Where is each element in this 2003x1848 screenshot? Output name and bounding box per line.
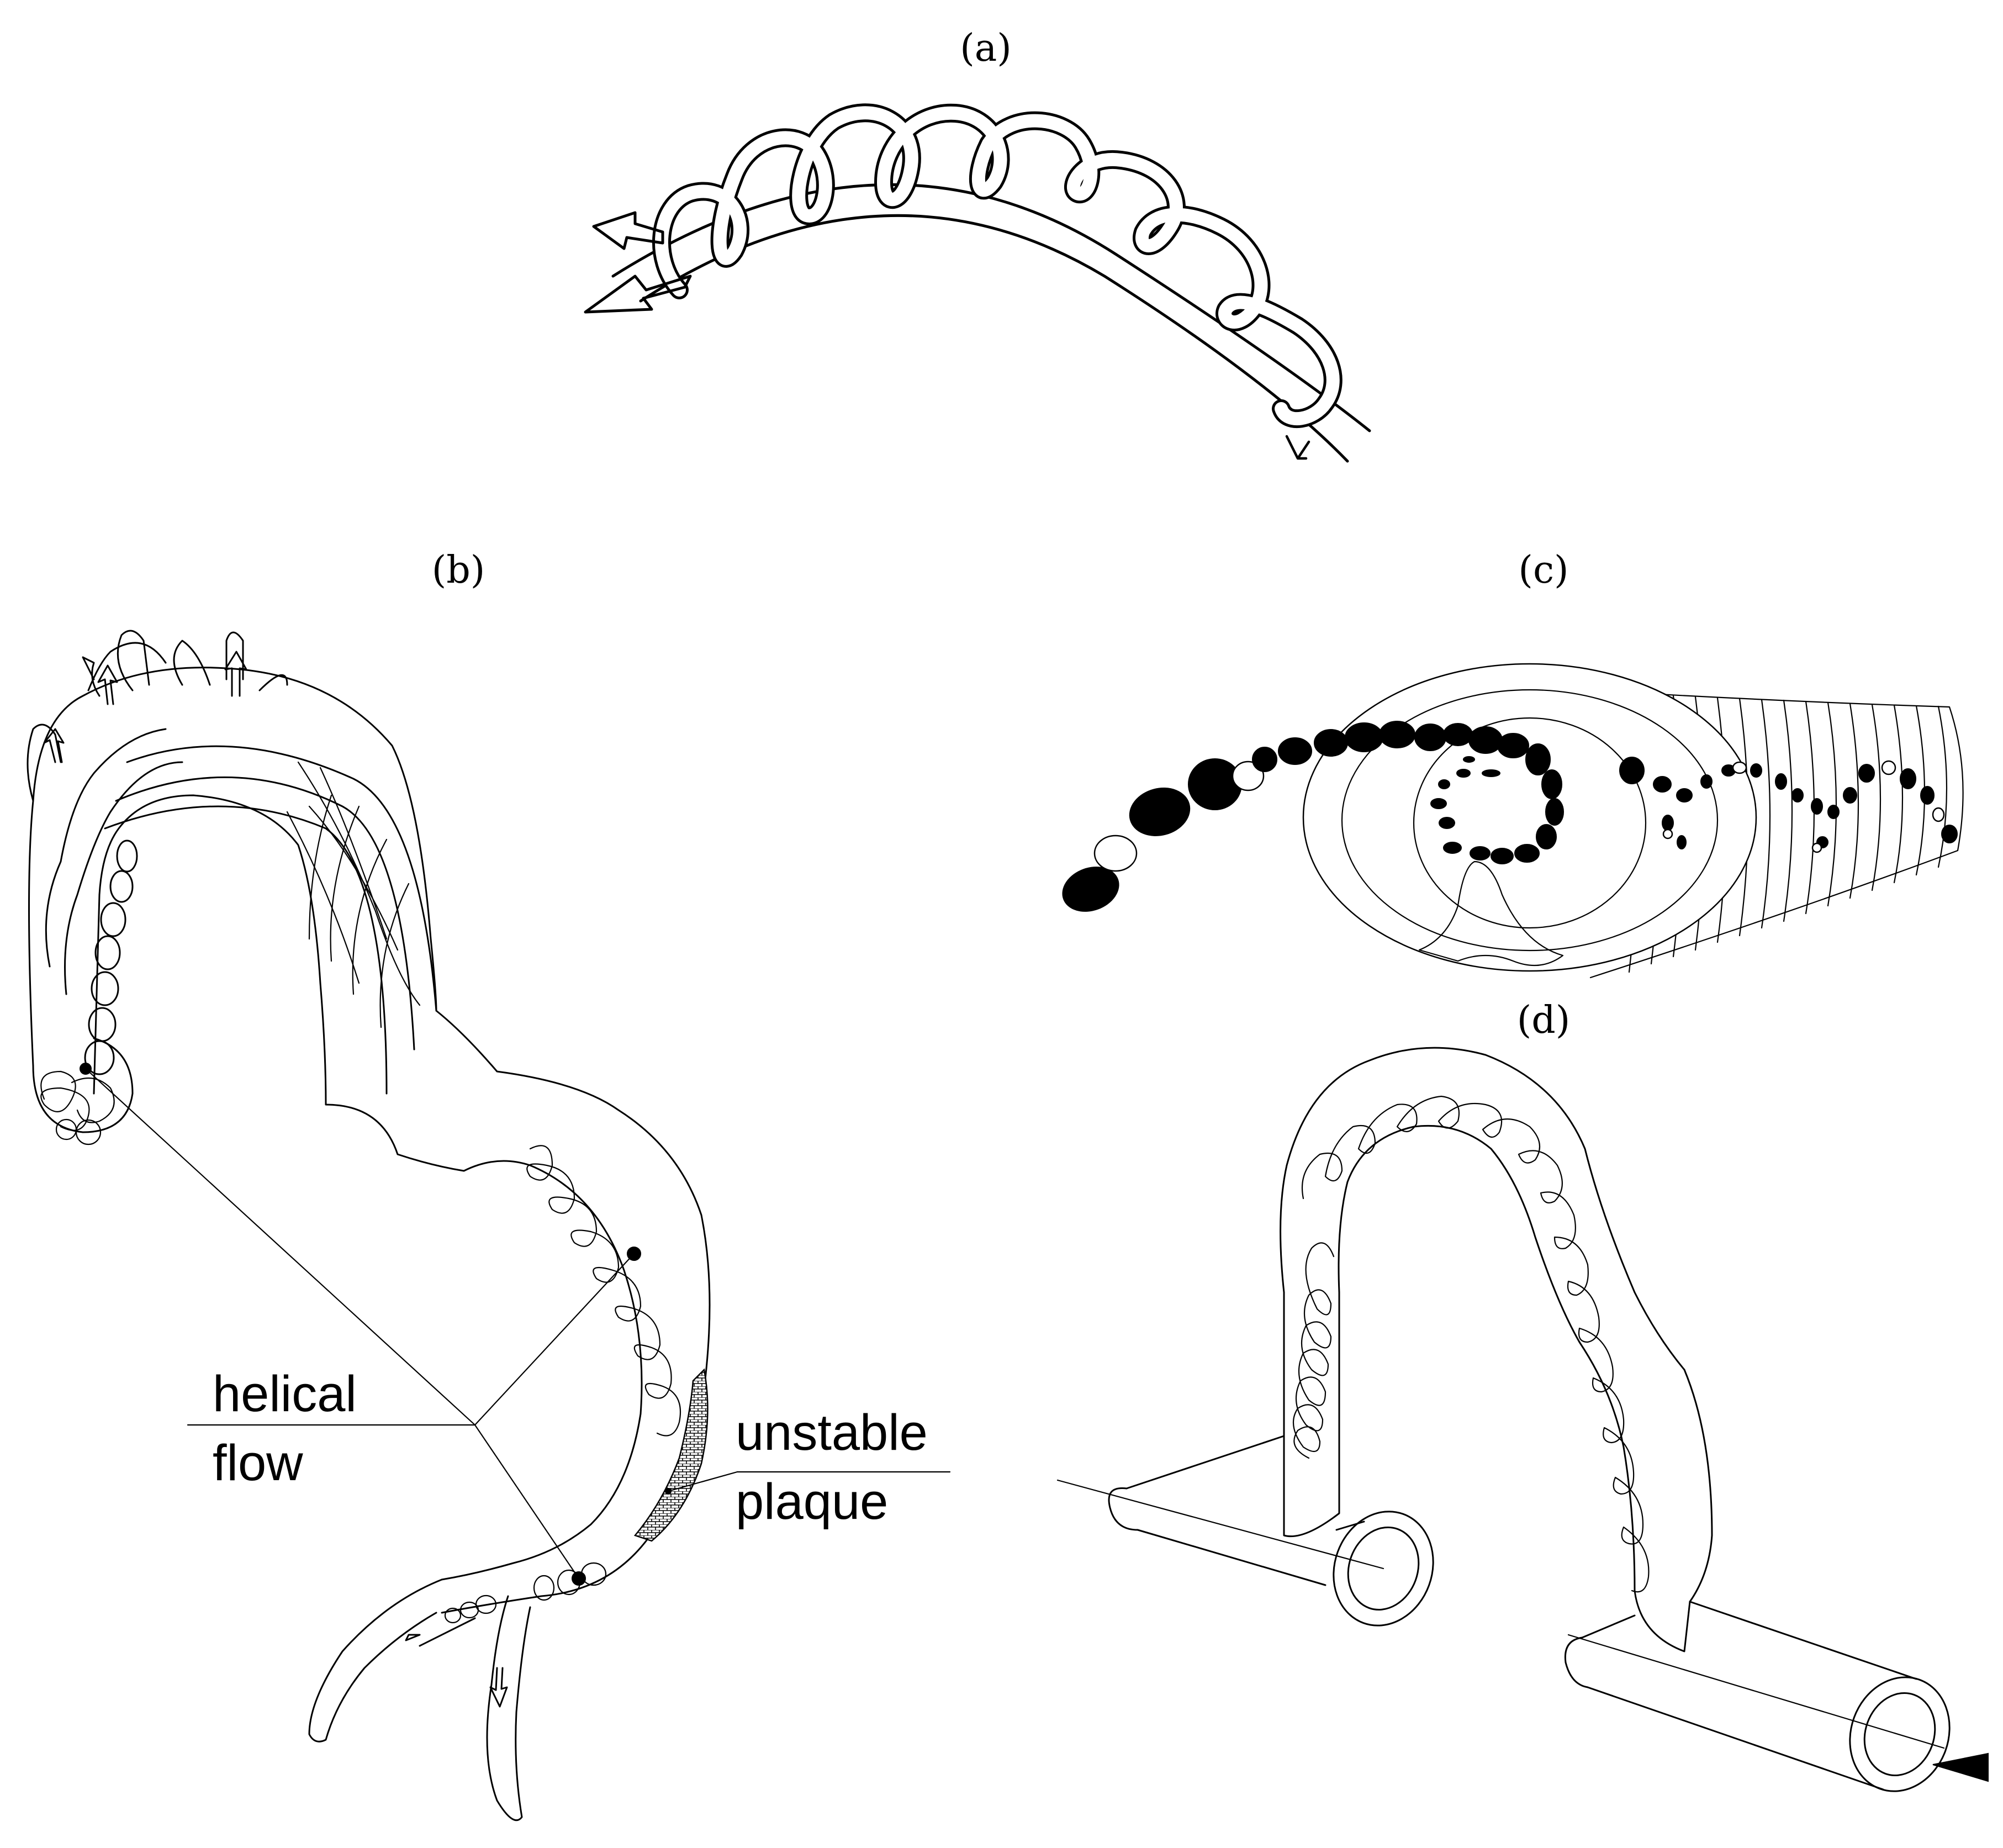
arch-inner-wall bbox=[1338, 1124, 1636, 1592]
supra-aortic-branches bbox=[27, 630, 288, 802]
ascending-helix-loops bbox=[40, 839, 138, 1145]
dye-spiral-face bbox=[1314, 721, 1564, 864]
ascending-wavy-line-2 bbox=[64, 761, 183, 995]
dye-trail-tube bbox=[1619, 757, 1958, 853]
left-pipe bbox=[1056, 1291, 1434, 1627]
dye-trail-left bbox=[1062, 737, 1312, 912]
vessel-outer-wall bbox=[611, 183, 1371, 432]
arch-crosshatch bbox=[286, 761, 421, 1028]
descending-helix-loops bbox=[526, 1145, 681, 1437]
right-pipe-opening-inner bbox=[1863, 1692, 1936, 1776]
unstable-plaque-region bbox=[633, 1368, 709, 1542]
aortic-arch-band-2 bbox=[115, 776, 415, 1050]
panel-label-c: (c) bbox=[1518, 548, 1568, 592]
right-pipe-axis bbox=[1567, 1634, 1945, 1749]
helical-flow-leader-lines bbox=[84, 1068, 951, 1580]
cross-section-lumen bbox=[1413, 717, 1647, 929]
unstable-plaque-label-line1: unstable bbox=[736, 1405, 928, 1461]
helix-tube bbox=[652, 103, 1343, 428]
vessel-inner-wall bbox=[639, 214, 1349, 463]
arch-outer-wall bbox=[1280, 1047, 1713, 1603]
right-pipe bbox=[1564, 1590, 1989, 1792]
aortic-arch-band-1 bbox=[126, 745, 437, 1012]
iliac-branches bbox=[308, 1562, 607, 1821]
outflow-arrow-icon bbox=[584, 274, 692, 314]
helical-flow-label-line1: helical bbox=[213, 1366, 357, 1422]
panel-label-b: (b) bbox=[432, 548, 485, 592]
left-pipe-axis bbox=[1056, 1479, 1384, 1570]
aortic-arch-band-3 bbox=[104, 805, 388, 1095]
left-pipe-opening-outer bbox=[1333, 1511, 1434, 1627]
panel-c-cross-section-diagram bbox=[1062, 663, 1964, 979]
cross-section-outer-ring bbox=[1302, 663, 1757, 972]
panel-b-aorta-diagram bbox=[27, 630, 951, 1821]
flow-direction-arrow-icon bbox=[1932, 1752, 1989, 1782]
cross-section-fold bbox=[1418, 860, 1564, 967]
vessel-cut-end-mark bbox=[1285, 435, 1310, 460]
panel-label-a: (a) bbox=[960, 27, 1012, 70]
panel-label-d: (d) bbox=[1517, 999, 1571, 1042]
aorta-inner-wall bbox=[93, 794, 643, 1581]
panel-a-helix-diagram bbox=[584, 103, 1371, 463]
right-pipe-opening-outer bbox=[1849, 1676, 1951, 1792]
helical-flow-label-line2: flow bbox=[213, 1435, 303, 1491]
aorta-root-end bbox=[32, 1037, 134, 1133]
ascending-wavy-line-1 bbox=[45, 728, 167, 968]
cross-section-middle-ring bbox=[1341, 689, 1719, 952]
panel-d-arch-diagram bbox=[1056, 1047, 1989, 1792]
swirl-arrow-icon bbox=[592, 211, 664, 250]
left-pipe-opening-inner bbox=[1347, 1527, 1420, 1611]
arch-helix-loops bbox=[1292, 1095, 1650, 1593]
aorta-outer-wall bbox=[28, 667, 711, 1614]
unstable-plaque-label-line2: plaque bbox=[736, 1474, 888, 1530]
